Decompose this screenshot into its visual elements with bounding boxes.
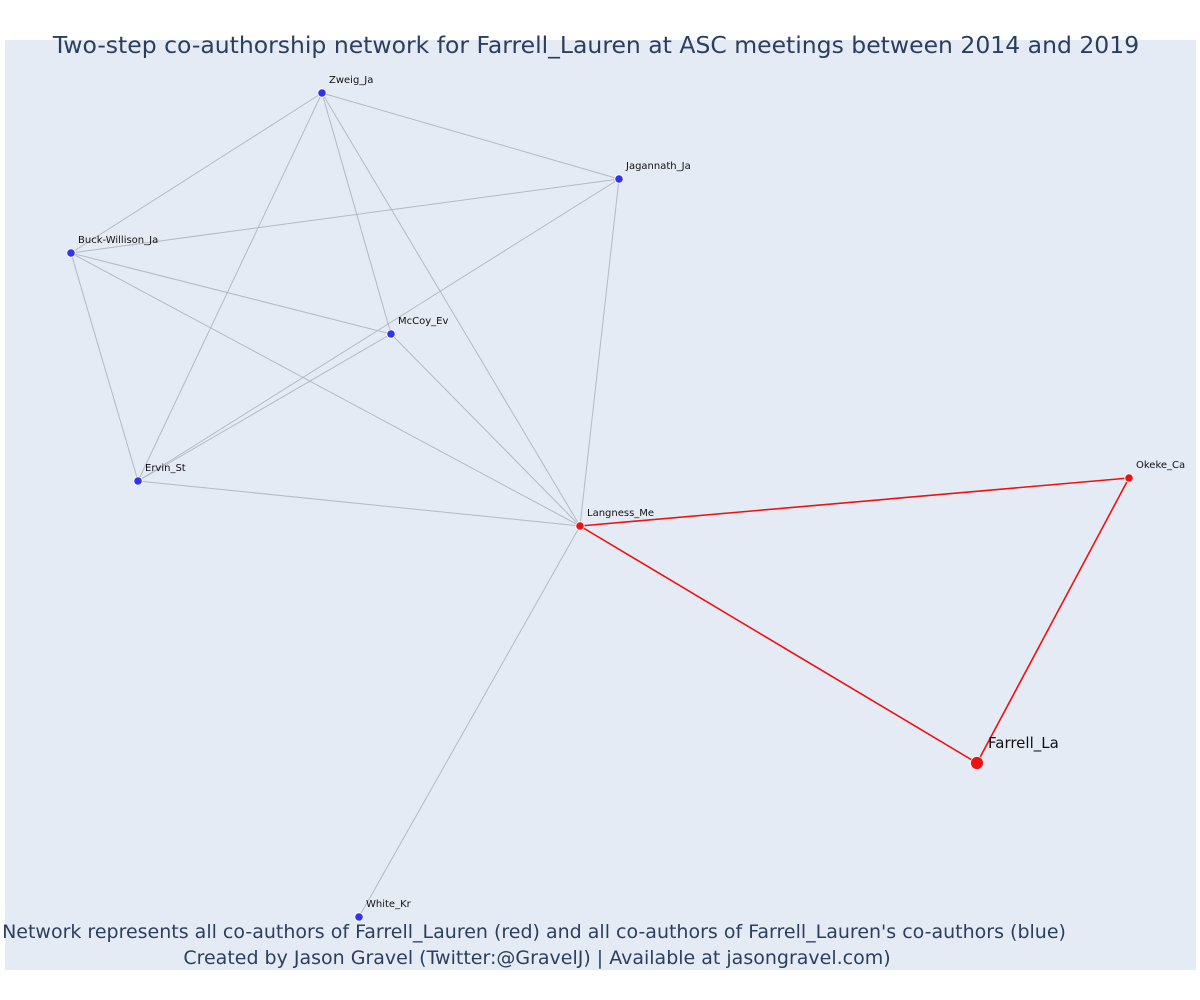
node-label-White_Kr: White_Kr — [366, 899, 412, 910]
chart-title: Two-step co-authorship network for Farre… — [52, 31, 1139, 59]
node-White_Kr[interactable] — [354, 912, 364, 922]
edge-Buck-Willison_Ja-McCoy_Ev — [70, 252, 392, 335]
edge-Jagannath_Ja-Buck-Willison_Ja — [70, 178, 620, 254]
edge-Zweig_Ja-Jagannath_Ja — [321, 92, 620, 180]
node-Okeke_Ca[interactable] — [1124, 473, 1134, 483]
edge-White_Kr-Langness_Me — [358, 525, 581, 918]
edge-McCoy_Ev-Ervin_St — [137, 333, 392, 482]
edge-Jagannath_Ja-Langness_Me — [579, 178, 620, 527]
edge-Langness_Me-Farrell_La — [579, 525, 978, 764]
edge-Langness_Me-Okeke_Ca — [579, 477, 1130, 527]
edge-Zweig_Ja-Buck-Willison_Ja — [70, 92, 323, 254]
node-label-Jagannath_Ja: Jagannath_Ja — [625, 161, 691, 172]
node-Ervin_St[interactable] — [133, 476, 143, 486]
footer-legend-note: Network represents all co-authors of Far… — [2, 921, 1066, 943]
nodes-layer — [66, 88, 1134, 922]
edge-Zweig_Ja-McCoy_Ev — [321, 92, 392, 335]
edge-Okeke_Ca-Farrell_La — [976, 477, 1130, 764]
node-label-Buck-Willison_Ja: Buck-Willison_Ja — [78, 235, 158, 246]
edge-Buck-Willison_Ja-Ervin_St — [70, 252, 139, 482]
plot-background — [5, 40, 1196, 970]
edge-Zweig_Ja-Langness_Me — [321, 92, 581, 527]
edge-Jagannath_Ja-Ervin_St — [137, 178, 620, 482]
node-Jagannath_Ja[interactable] — [614, 174, 624, 184]
edge-McCoy_Ev-Langness_Me — [390, 333, 581, 527]
labels-layer: Zweig_JaJagannath_JaBuck-Willison_JaMcCo… — [78, 75, 1185, 910]
footer-credit: Created by Jason Gravel (Twitter:@Gravel… — [183, 947, 890, 969]
node-label-Zweig_Ja: Zweig_Ja — [329, 75, 373, 86]
node-label-Langness_Me: Langness_Me — [587, 508, 654, 519]
node-Langness_Me[interactable] — [575, 521, 585, 531]
node-label-McCoy_Ev: McCoy_Ev — [398, 316, 448, 327]
node-McCoy_Ev[interactable] — [386, 329, 396, 339]
node-label-Farrell_La: Farrell_La — [988, 734, 1059, 753]
edges-layer — [70, 92, 1130, 918]
node-label-Okeke_Ca: Okeke_Ca — [1136, 460, 1185, 471]
node-Zweig_Ja[interactable] — [317, 88, 327, 98]
edge-Ervin_St-Langness_Me — [137, 480, 581, 527]
node-label-Ervin_St: Ervin_St — [145, 463, 186, 474]
node-Farrell_La[interactable] — [970, 756, 984, 770]
node-Buck-Willison_Ja[interactable] — [66, 248, 76, 258]
edge-Buck-Willison_Ja-Langness_Me — [70, 252, 581, 527]
edge-Zweig_Ja-Ervin_St — [137, 92, 323, 482]
